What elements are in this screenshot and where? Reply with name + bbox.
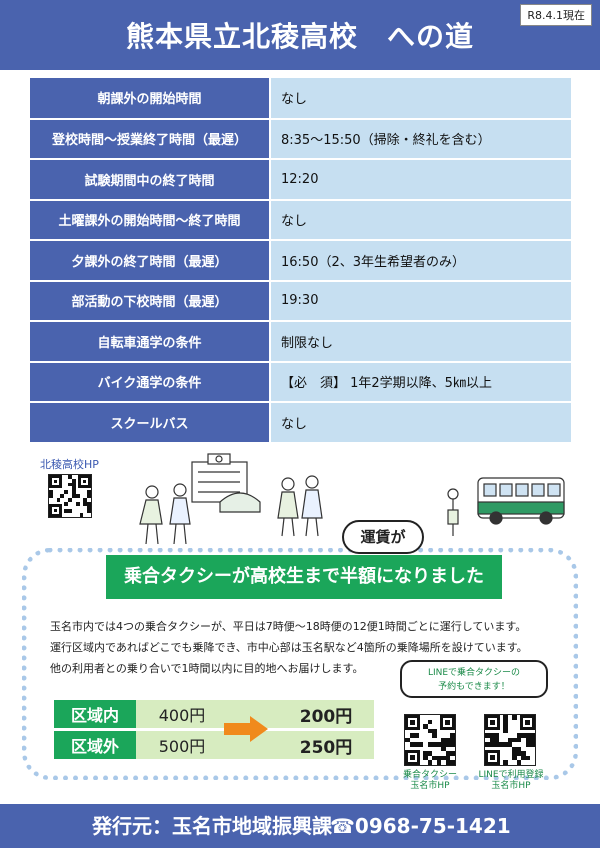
row-value: なし (270, 402, 571, 444)
row-label: 部活動の下校時間（最遅） (30, 280, 271, 322)
table-row: 土曜課外の開始時間～終了時間なし (30, 199, 571, 241)
taxi-description: 玉名市内では4つの乗合タクシーが、平日は7時便～18時便の12便1時間ごとに運行… (50, 616, 570, 679)
table-row: 夕課外の終了時間（最遅）16:50（2、3年生希望者のみ） (30, 240, 571, 282)
row-value: 8:35～15:50（掃除・終礼を含む） (270, 118, 571, 160)
row-label: 夕課外の終了時間（最遅） (30, 240, 271, 282)
table-row: 部活動の下校時間（最遅）19:30 (30, 280, 571, 322)
row-value: 【必 須】 1年2学期以降、5㎞以上 (270, 361, 571, 403)
fare-row: 区域外 500円 250円 (54, 731, 374, 759)
school-hp-label: 北稜高校HP (40, 458, 99, 471)
row-value: なし (270, 199, 571, 241)
description-line: 運行区域内であればどこでも乗降でき、市中心部は玉名駅など4箇所の乗降場所を設けて… (50, 641, 528, 654)
description-line: 玉名市内では4つの乗合タクシーが、平日は7時便～18時便の12便1時間ごとに運行… (50, 620, 527, 633)
row-value: 16:50（2、3年生希望者のみ） (270, 240, 571, 282)
row-label: スクールバス (30, 402, 271, 444)
row-label: 登校時間～授業終了時間（最遅） (30, 118, 271, 160)
table-row: スクールバスなし (30, 402, 571, 444)
school-info-table: 朝課外の開始時間なし 登校時間～授業終了時間（最遅） 8:35～15:50（掃除… (30, 78, 571, 444)
taxi-banner: 乗合タクシーが高校生まで半額になりました (106, 555, 502, 599)
row-value: 19:30 (270, 280, 571, 322)
page-title: 熊本県立北稜高校 への道 (125, 20, 474, 53)
line-registration-qr-code[interactable] (484, 714, 536, 766)
taxi-hp-qr-code[interactable] (404, 714, 456, 766)
fare-old: 400円 (136, 700, 228, 728)
fare-speech-bubble: 運賃が (342, 520, 424, 554)
row-value: なし (270, 78, 571, 120)
taxi-info-frame (22, 548, 578, 780)
school-and-bus-illustration (139, 453, 565, 545)
fare-area: 区域内 (54, 700, 136, 728)
fare-new: 250円 (278, 731, 374, 759)
taxi-hp-qr-caption: 乗合タクシー 玉名市HP (402, 770, 457, 791)
date-badge: R8.4.1現在 (520, 4, 592, 26)
school-building-icon (191, 453, 261, 513)
fare-table: 区域内 400円 200円 区域外 500円 250円 (54, 697, 374, 762)
row-label: 試験期間中の終了時間 (30, 159, 271, 201)
row-value: 制限なし (270, 321, 571, 363)
fare-new: 200円 (278, 700, 374, 728)
description-line: 他の利用者との乗り合いで1時間以内に目的地へお届けします。 (50, 662, 364, 675)
row-label: 朝課外の開始時間 (30, 78, 271, 120)
arrow-right-icon (224, 716, 268, 742)
table-row: バイク通学の条件【必 須】 1年2学期以降、5㎞以上 (30, 361, 571, 403)
row-label: 自転車通学の条件 (30, 321, 271, 363)
bus-icon (477, 477, 565, 525)
issuer-text: 発行元：玉名市地域振興課 (92, 814, 332, 838)
fare-area: 区域外 (54, 731, 136, 759)
row-label: 土曜課外の開始時間～終了時間 (30, 199, 271, 241)
line-qr-caption: LINEで利用登録 玉名市HP (478, 770, 544, 791)
row-label: バイク通学の条件 (30, 361, 271, 403)
bus-stop-icon (447, 488, 459, 536)
school-hp-qr-code[interactable] (48, 474, 92, 518)
footer: 発行元：玉名市地域振興課 ☎0968-75-1421 (0, 804, 600, 848)
line-bubble-text: 予約もできます！ (438, 682, 510, 692)
fare-row: 区域内 400円 200円 (54, 700, 374, 728)
table-row: 自転車通学の条件制限なし (30, 321, 571, 363)
row-value: 12:20 (270, 159, 571, 201)
header: 熊本県立北稜高校 への道 R8.4.1現在 (0, 0, 600, 70)
fare-old: 500円 (136, 731, 228, 759)
table-row: 登校時間～授業終了時間（最遅） 8:35～15:50（掃除・終礼を含む） (30, 118, 571, 160)
students-left-icon (139, 483, 191, 545)
phone-number: ☎0968-75-1421 (330, 814, 511, 838)
students-right-icon (277, 475, 323, 537)
line-reservation-bubble: LINEで乗合タクシーの 予約もできます！ (400, 660, 548, 698)
line-bubble-text: LINEで乗合タクシーの (427, 668, 521, 678)
table-row: 朝課外の開始時間なし (30, 78, 571, 120)
